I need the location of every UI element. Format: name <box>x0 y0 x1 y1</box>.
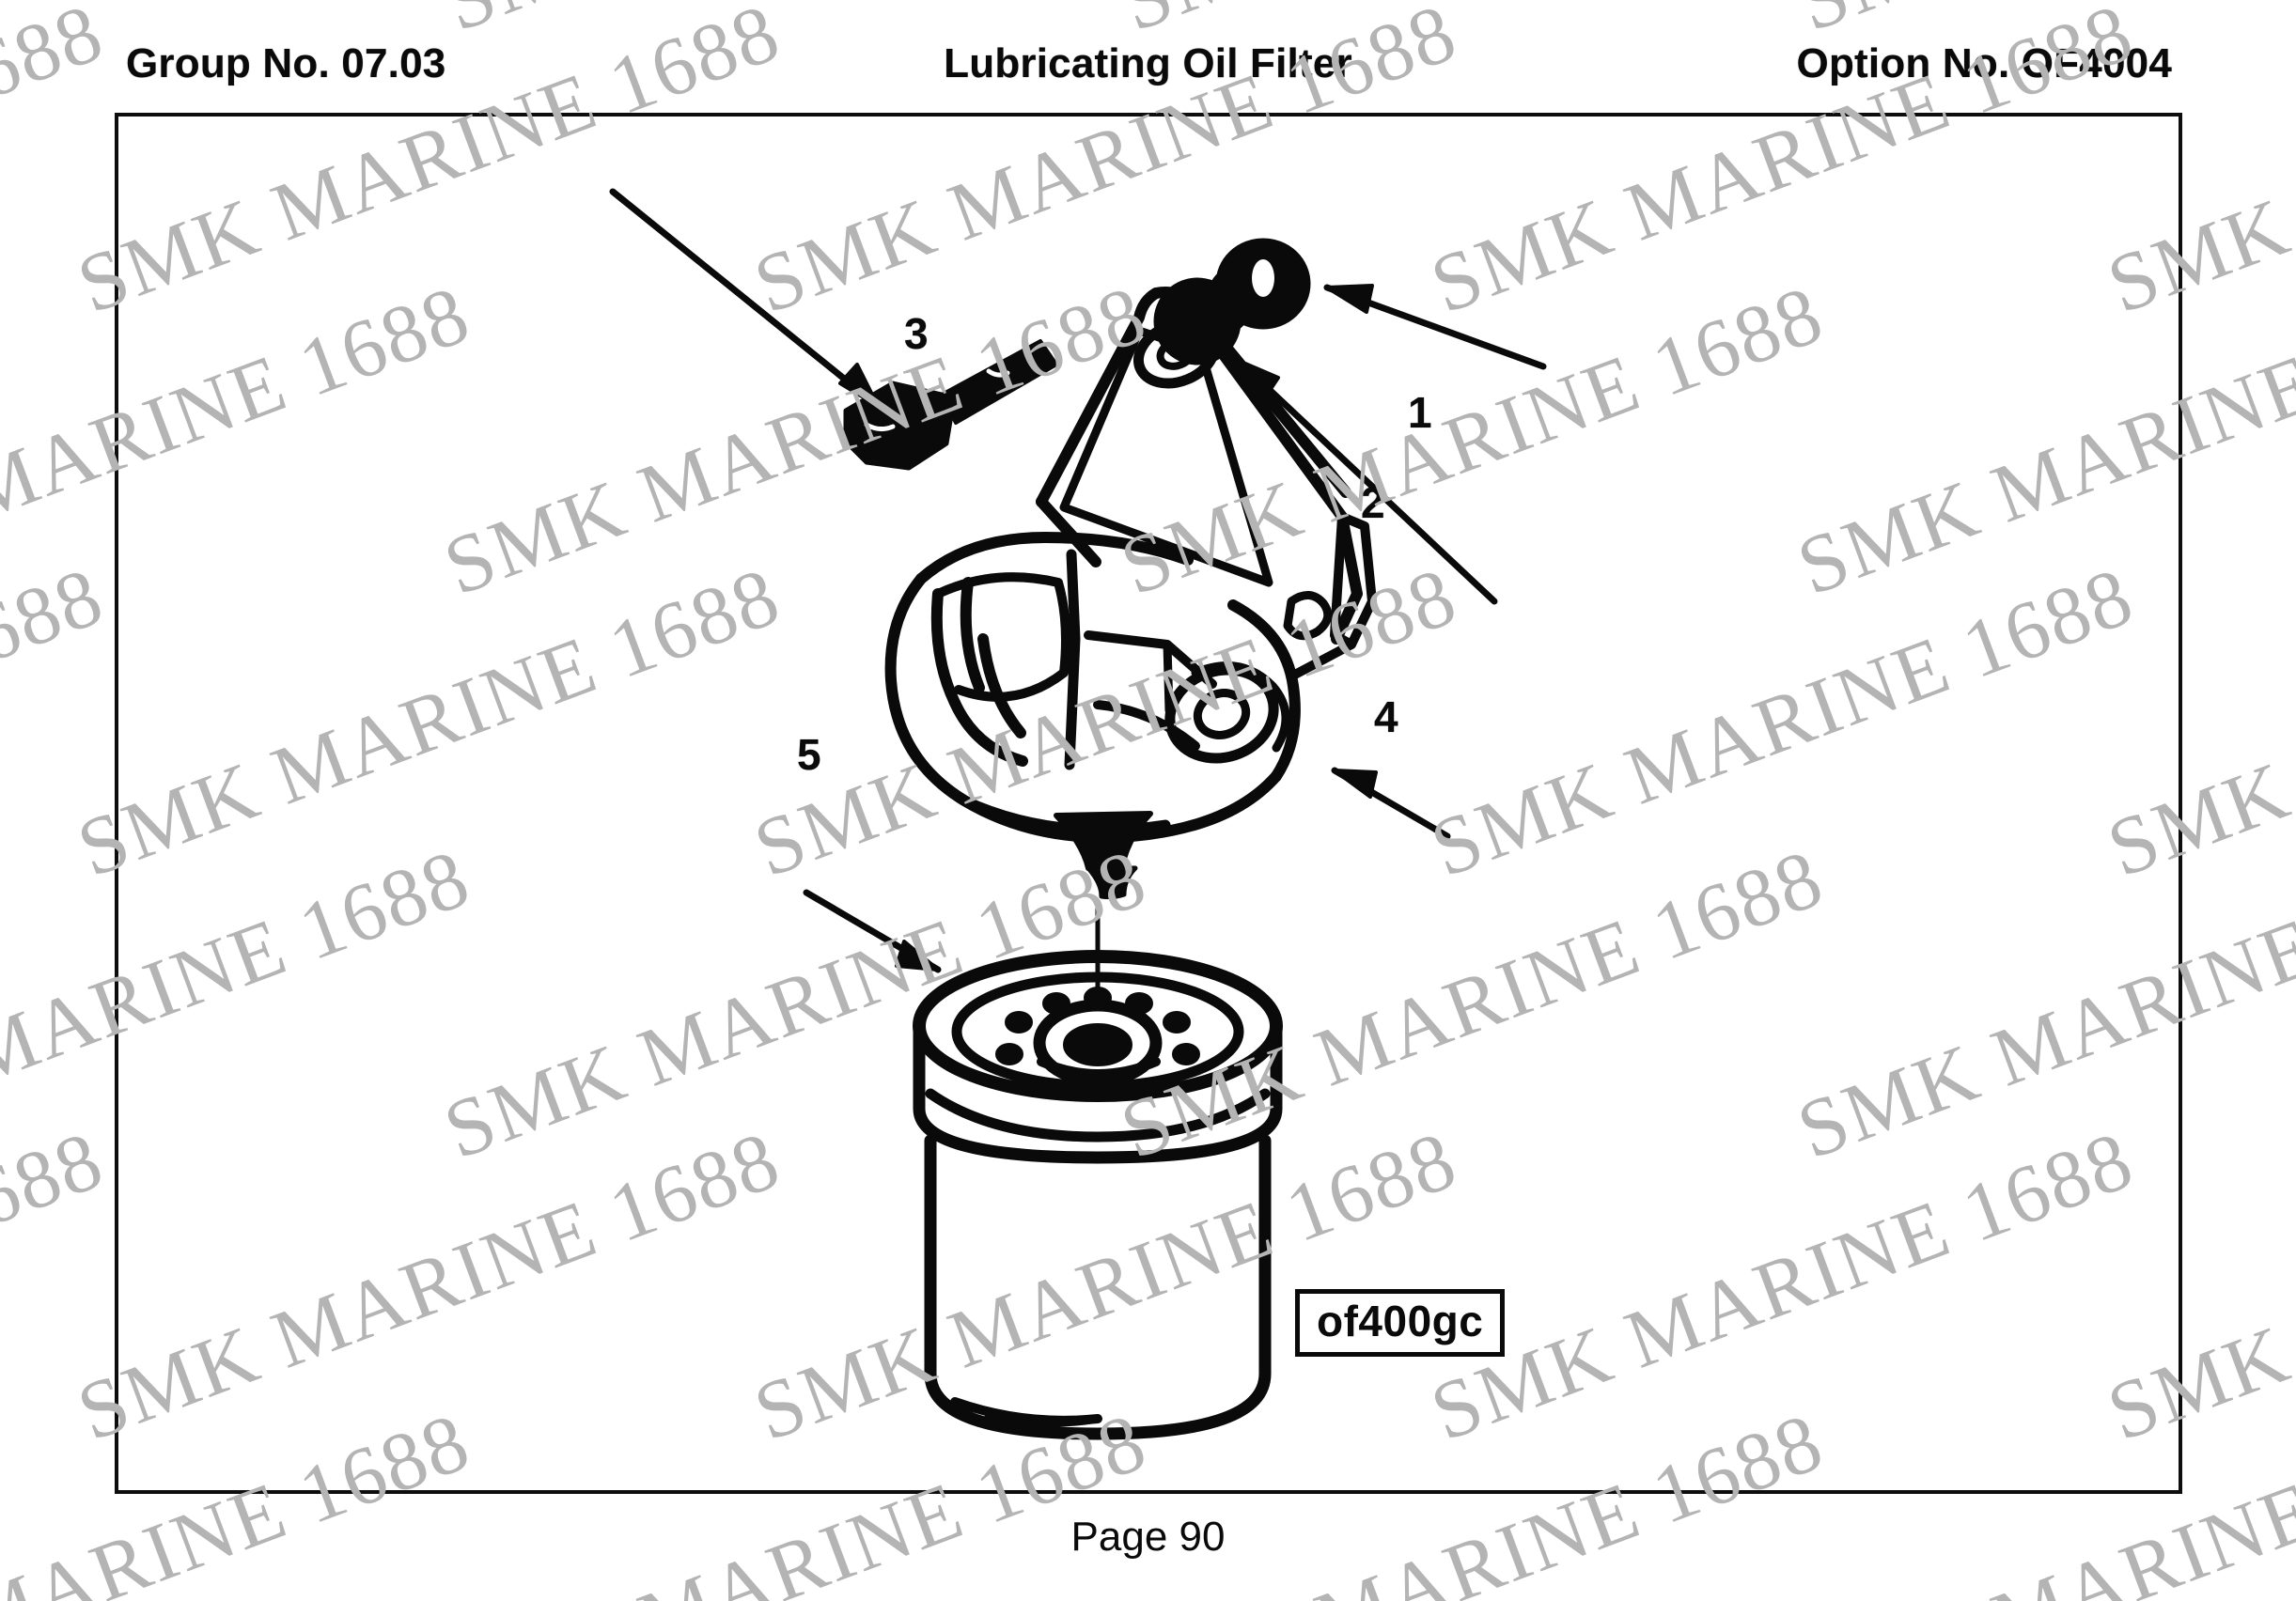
leader-line-3 <box>609 188 882 410</box>
callout-number-4: 4 <box>1374 692 1398 741</box>
page-footer: Page 90 <box>1070 1514 1226 1560</box>
leader-line-4 <box>1331 767 1451 840</box>
part-oil-filter-cartridge <box>913 950 1283 1440</box>
part-filter-head-bracket <box>884 287 1377 900</box>
watermark-text: SMK MARINE 1688 <box>0 1113 116 1459</box>
callout-number-3: 3 <box>904 309 929 358</box>
group-number: Group No. 07.03 <box>126 40 446 86</box>
callout-number-1: 1 <box>1408 388 1432 437</box>
figure-code-box: of400gc <box>1295 1289 1506 1357</box>
page-header: Group No. 07.03 Lubricating Oil Filter O… <box>0 0 2296 113</box>
leader-line-1 <box>1323 284 1547 370</box>
watermark-text: SMK MARINE 1688 <box>0 550 116 895</box>
drawing-frame-border <box>115 113 2182 1494</box>
option-number: Option No. OF4004 <box>1796 40 2172 86</box>
leader-line-5 <box>803 889 942 973</box>
callout-number-2: 2 <box>1361 478 1385 527</box>
page-title: Lubricating Oil Filter <box>944 40 1352 86</box>
callout-number-5: 5 <box>797 730 821 779</box>
exploded-parts-diagram <box>115 113 2182 1494</box>
oil-filter-assembly-drawing <box>609 188 1547 1440</box>
